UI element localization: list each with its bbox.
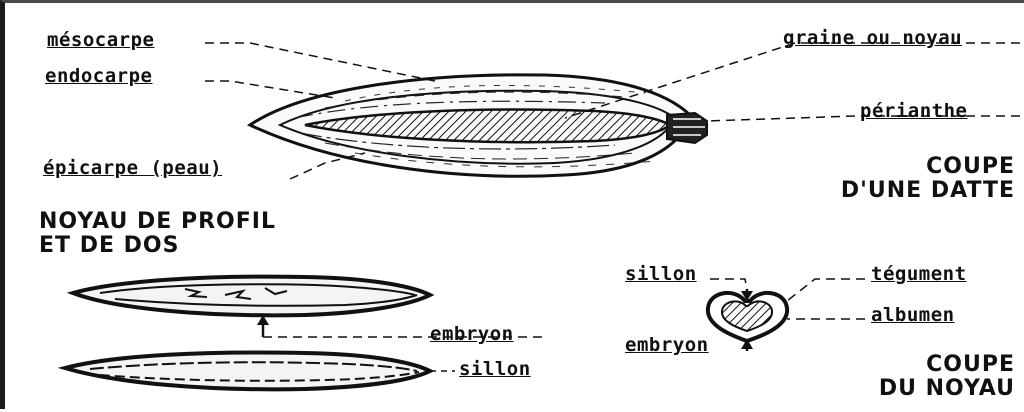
caption-noyau-profil-line2: ET DE DOS bbox=[39, 234, 276, 258]
label-embryon-profile: embryon bbox=[430, 325, 514, 344]
caption-coupe-noyau-line2: DU NOYAU bbox=[785, 377, 1015, 401]
label-perianthe: périanthe bbox=[860, 102, 967, 121]
caption-noyau-profil-line1: NOYAU DE PROFIL bbox=[39, 210, 276, 234]
caption-coupe-noyau: COUPE DU NOYAU bbox=[785, 353, 1015, 401]
caption-coupe-noyau-line1: COUPE bbox=[785, 353, 1015, 377]
label-graine-ou-noyau: graine ou noyau bbox=[783, 29, 962, 48]
seed-back-bottom bbox=[65, 353, 430, 390]
seed-cross-section bbox=[708, 289, 787, 351]
caption-coupe-datte-line2: D'UNE DATTE bbox=[765, 179, 1015, 203]
label-tegument: tégument bbox=[871, 265, 967, 284]
label-sillon-profile: sillon bbox=[459, 360, 531, 379]
seed-profile-top bbox=[73, 277, 430, 316]
caption-coupe-datte-line1: COUPE bbox=[765, 155, 1015, 179]
date-illustration bbox=[5, 3, 1024, 412]
perianth bbox=[667, 113, 707, 143]
date-fruit bbox=[250, 75, 707, 176]
label-albumen: albumen bbox=[871, 306, 955, 325]
label-sillon-section: sillon bbox=[625, 265, 697, 284]
label-embryon-section: embryon bbox=[625, 336, 709, 355]
caption-noyau-profil: NOYAU DE PROFIL ET DE DOS bbox=[39, 210, 276, 258]
label-mesocarpe: mésocarpe bbox=[47, 31, 154, 50]
label-epicarpe: épicarpe (peau) bbox=[43, 159, 222, 178]
label-endocarpe: endocarpe bbox=[45, 67, 152, 86]
caption-coupe-datte: COUPE D'UNE DATTE bbox=[765, 155, 1015, 203]
